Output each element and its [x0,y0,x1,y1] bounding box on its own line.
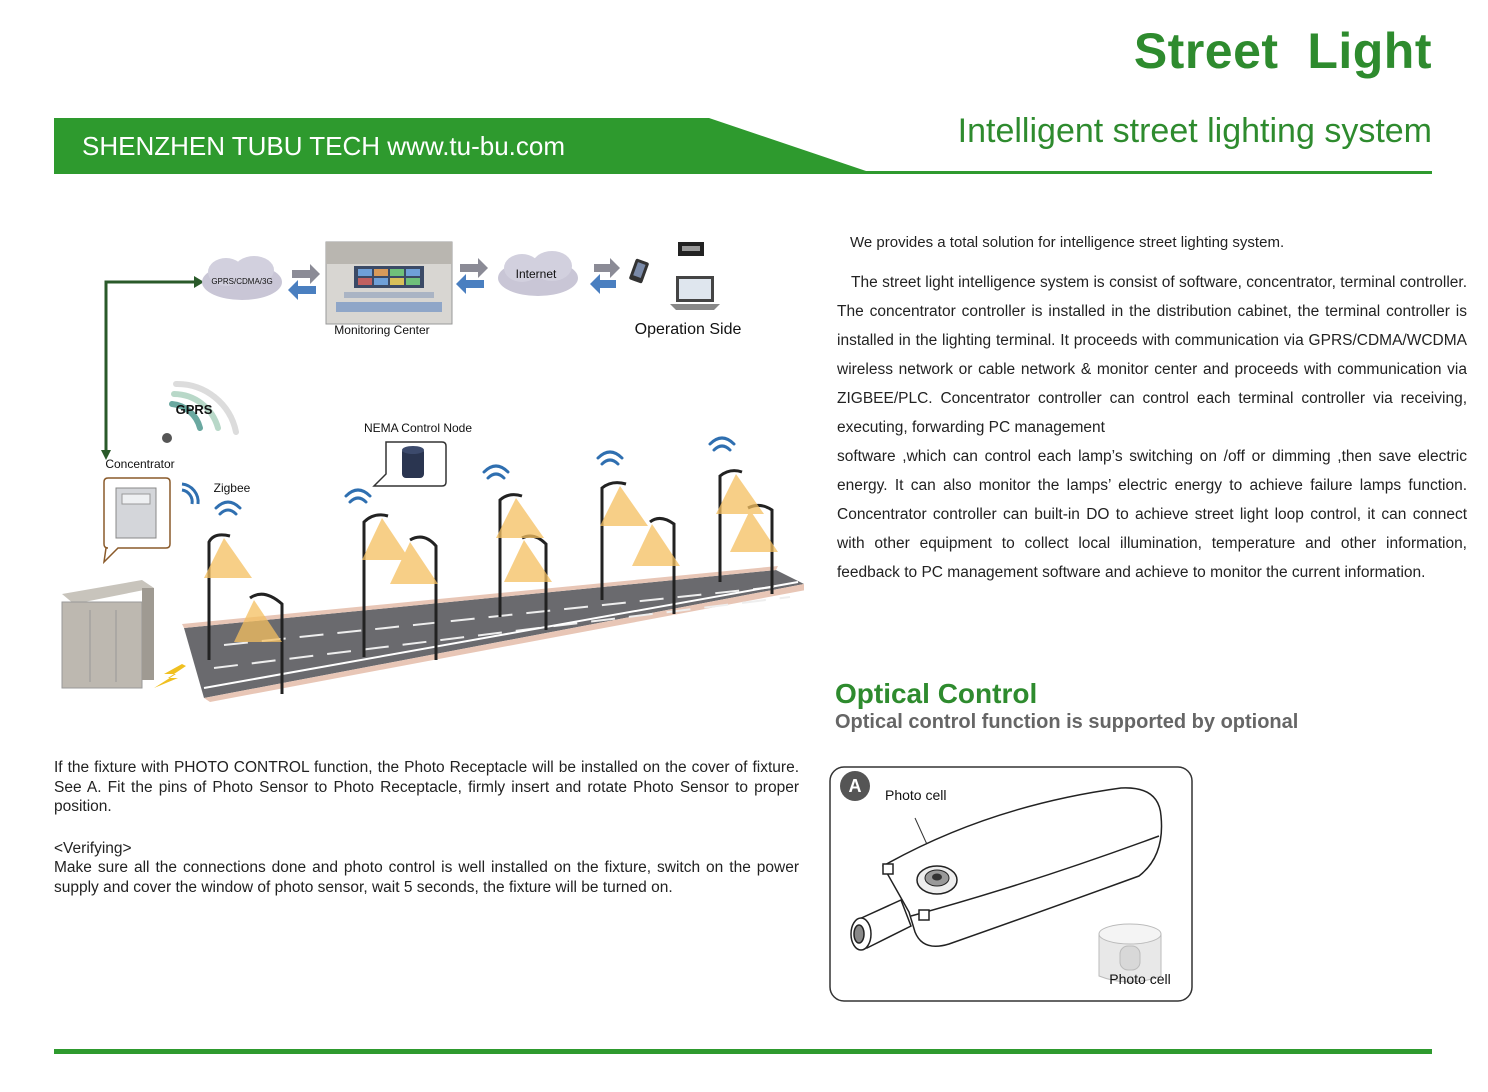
optical-control-subtitle: Optical control function is supported by… [835,711,1299,733]
street-lamps [207,469,774,694]
description-paragraph: software ,which can control each lamp’s … [837,448,1467,581]
photo-receptacle-icon [916,865,958,895]
zigbee-signal-icon [181,482,200,505]
laptop-icon [670,276,720,310]
photo-control-text: If the fixture with PHOTO CONTROL functi… [54,758,799,897]
verify-text: Make sure all the connections done and p… [54,859,799,896]
description-paragraph: The street light intelligence system is … [837,274,1467,436]
lamp-glow [204,474,778,642]
marker-a-icon [840,771,870,801]
gprs-cloud-icon [202,256,282,300]
router-icon [678,242,704,256]
page-subtitle: Intelligent street lighting system [957,112,1432,150]
zigbee-label: Zigbee [214,481,251,495]
concentrator-icon [102,477,171,565]
photo-control-paragraph: If the fixture with PHOTO CONTROL functi… [54,759,799,815]
gprs-signal-icon [169,380,239,435]
phone-icon [629,258,649,284]
internet-cloud-icon [498,251,578,296]
transformer-box-icon [61,580,154,689]
road-image [182,566,804,702]
nema-control-node-icon [372,441,447,487]
header-divider [54,171,1432,174]
arrow-icon [456,258,488,294]
internet-label: Internet [516,267,557,281]
company-name: SHENZHEN TUBU TECH www.tu-bu.com [82,131,566,161]
verify-heading: <Verifying> [54,839,132,857]
network-diagram: GPRS/CDMA/3G Monitoring Center Internet [61,241,804,702]
arrow-icon [288,264,320,300]
concentrator-label: Concentrator [105,457,174,471]
gprs-label: GPRS [176,402,213,417]
company-banner [54,118,869,172]
photo-cell-label-bottom: Photo cell [1109,971,1170,987]
intro-text: We provides a total solution for intelli… [850,234,1285,251]
photo-cell-label-top: Photo cell [885,787,946,803]
optical-control-title: Optical Control [835,678,1038,709]
operation-side-label: Operation Side [635,321,742,338]
lightning-icon [154,664,186,688]
marker-a-label: A [849,776,862,796]
footer-divider [54,1049,1432,1054]
fixture-illustration: A Photo cell Photo cell [829,766,1193,1002]
nema-label: NEMA Control Node [364,421,472,435]
gprs-cloud-label: GPRS/CDMA/3G [211,277,272,286]
wifi-icons [214,436,736,516]
monitoring-center-image [325,241,453,325]
arrow-icon [590,258,620,294]
luminaire-icon [850,787,1163,951]
page-title: Street Light [1133,23,1432,79]
system-description: The street light intelligence system is … [837,268,1467,587]
photo-cell-icon [1098,923,1162,983]
monitoring-center-label: Monitoring Center [334,323,429,337]
